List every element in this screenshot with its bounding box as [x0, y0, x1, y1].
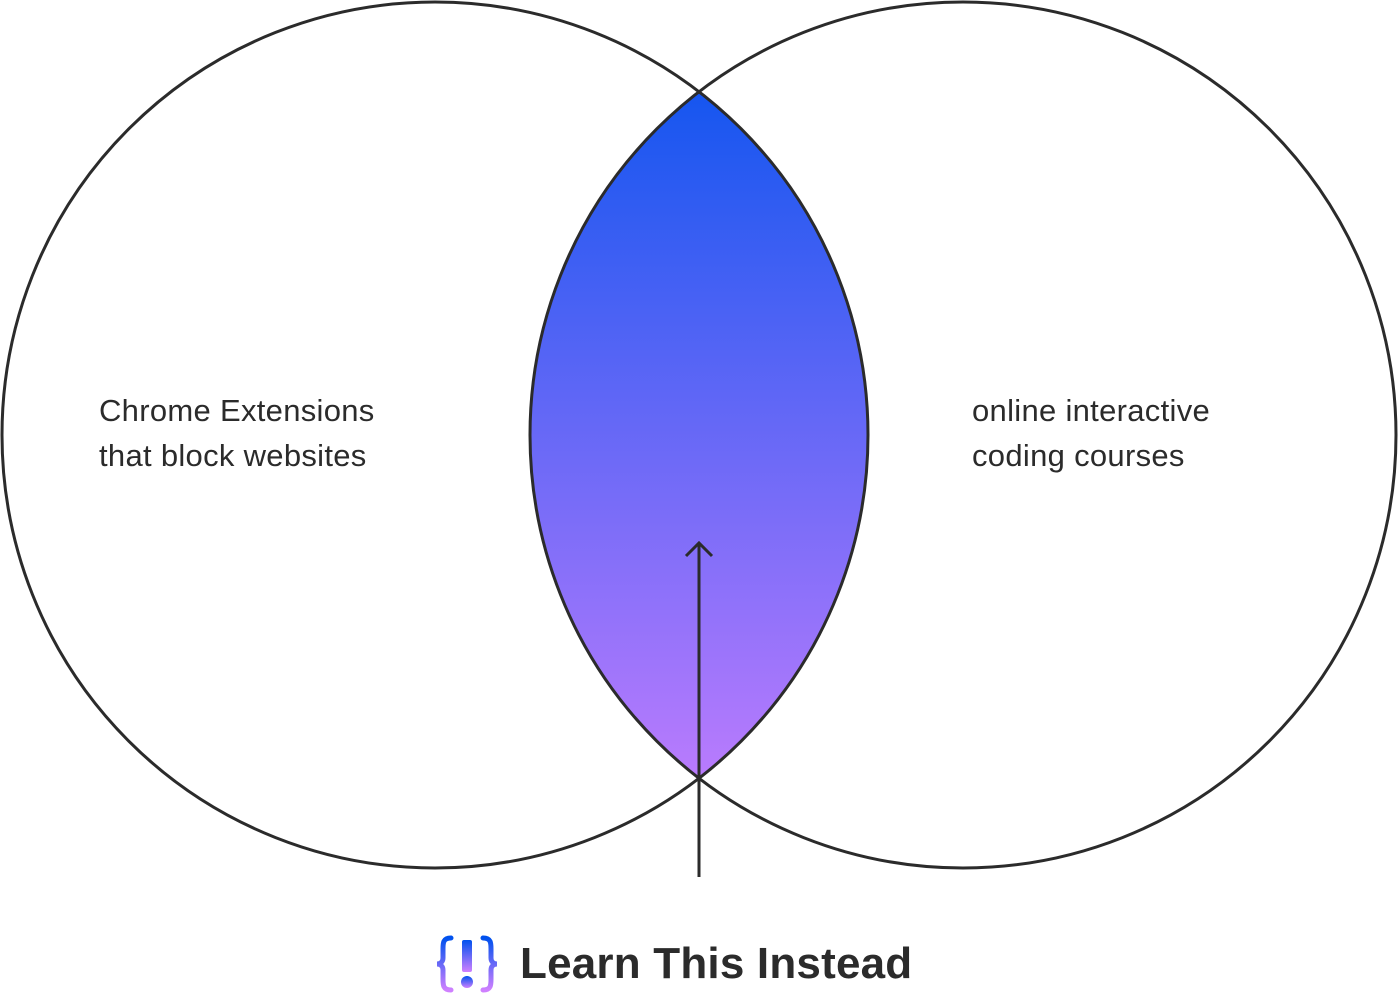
left-set-circle — [0, 0, 870, 870]
right-set-circle — [528, 0, 1398, 870]
left-set-label-line: Chrome Extensions — [99, 393, 375, 428]
left-set-label-line: that block websites — [99, 438, 367, 473]
left-set-label: Chrome Extensions that block websites — [99, 388, 375, 478]
curly-braces-exclamation-icon — [436, 935, 498, 993]
right-set-label-line: coding courses — [972, 438, 1185, 473]
arrow-icon — [684, 540, 714, 877]
brand-name: Learn This Instead — [520, 939, 913, 988]
intersection-area — [530, 2, 868, 868]
right-set-label: online interactive coding courses — [972, 388, 1210, 478]
right-set-label-line: online interactive — [972, 393, 1211, 428]
brand-logo-lockup: Learn This Instead — [434, 934, 912, 994]
